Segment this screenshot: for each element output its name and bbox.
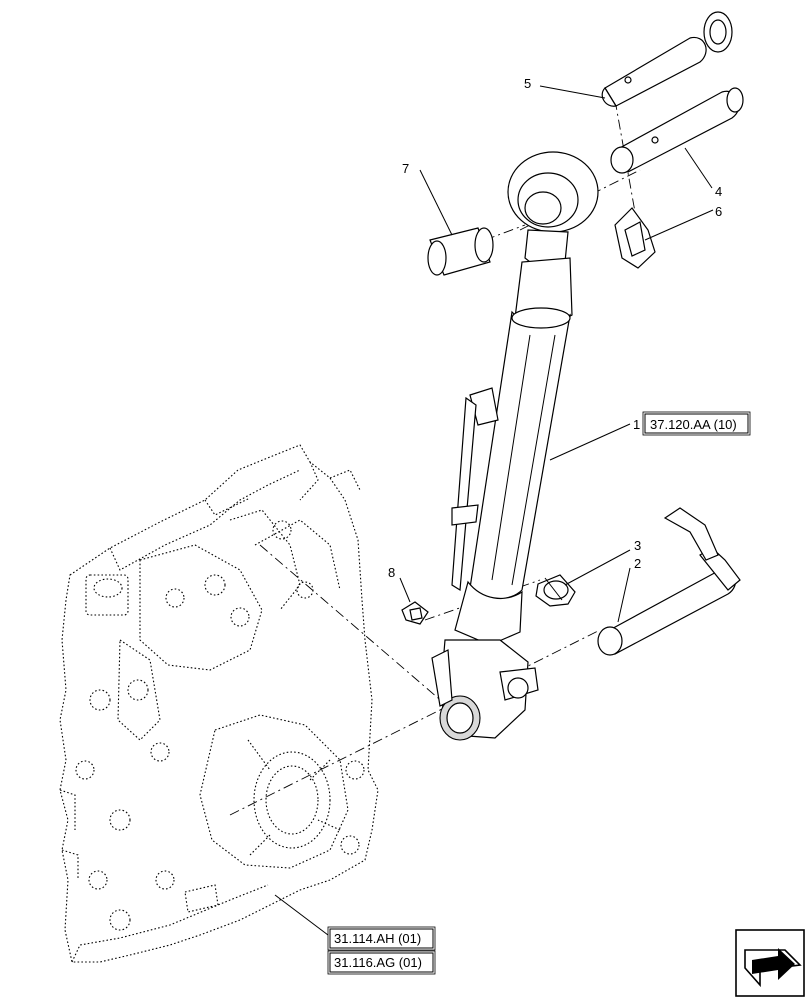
leader-lines (274, 85, 714, 936)
callout-3: 3 (634, 538, 641, 553)
reference-housing-b[interactable]: 31.116.AG (01) (327, 950, 436, 975)
rear-housing (59, 444, 379, 963)
clip (614, 207, 656, 269)
arrow-icon[interactable] (735, 929, 805, 997)
small-clip (401, 601, 429, 625)
reference-housing-b-text: 31.116.AG (01) (334, 955, 422, 970)
callout-1: 1 (633, 417, 640, 432)
reference-housing-a[interactable]: 31.114.AH (01) (327, 926, 436, 951)
reference-housing-a-text: 31.114.AH (01) (334, 931, 421, 946)
callout-2: 2 (634, 556, 641, 571)
callout-7: 7 (402, 161, 409, 176)
callout-6: 6 (715, 204, 722, 219)
reference-top-link[interactable]: 37.120.AA (10) (642, 411, 751, 436)
lynch-pin (535, 574, 576, 607)
callout-8: 8 (388, 565, 395, 580)
bushing (427, 227, 494, 276)
reference-top-link-text: 37.120.AA (10) (650, 417, 737, 432)
ring-pin (601, 11, 733, 107)
callout-5: 5 (524, 76, 531, 91)
top-link (431, 151, 599, 741)
callout-4: 4 (715, 184, 722, 199)
lower-pin (597, 507, 741, 656)
upper-pin (610, 87, 744, 174)
